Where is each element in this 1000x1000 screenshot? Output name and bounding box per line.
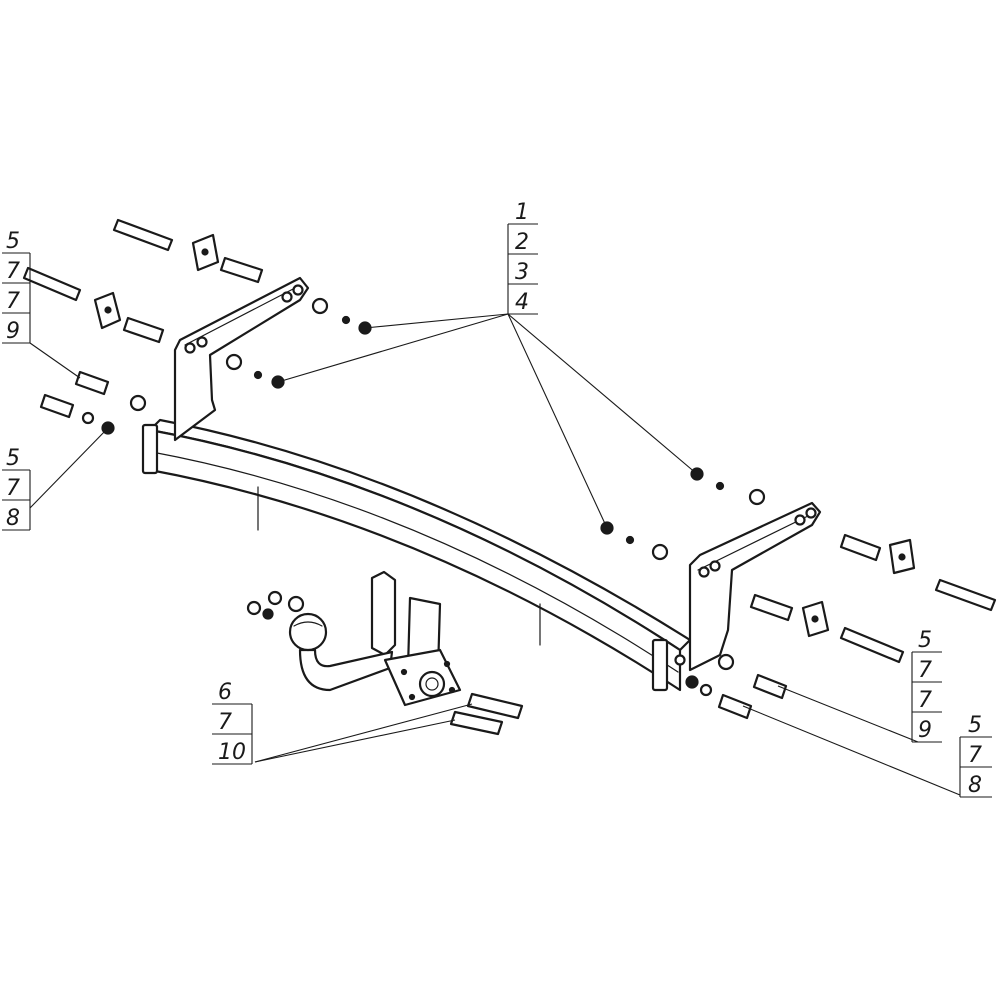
callout-label: 10	[218, 740, 246, 765]
callout-top-center: 1 2 3 4	[507, 200, 538, 315]
top-center-fasteners	[225, 297, 766, 561]
callout-label: 6	[218, 680, 232, 705]
right-fasteners	[685, 533, 997, 720]
right-bracket	[674, 501, 822, 672]
left-bracket	[173, 276, 310, 442]
callout-label: 5	[6, 229, 20, 254]
callout-ball-mount: 6 7 10	[212, 680, 253, 765]
callout-label: 7	[918, 658, 932, 683]
callout-label: 8	[968, 773, 982, 798]
callout-label: 8	[6, 506, 20, 531]
callout-label: 7	[6, 289, 20, 314]
callout-label: 7	[968, 743, 982, 768]
callout-left-upper: 5 7 7 9	[2, 229, 31, 344]
left-fasteners	[22, 218, 264, 435]
callout-right-upper: 5 7 7 9	[911, 628, 942, 743]
callout-right-lower: 5 7 8	[959, 713, 992, 798]
callout-label: 7	[218, 710, 232, 735]
callout-label: 1	[515, 200, 529, 225]
leader-lines	[29, 313, 961, 796]
ball-mount	[288, 570, 462, 707]
callout-label: 3	[515, 260, 529, 285]
callout-label: 5	[6, 446, 20, 471]
callout-label: 5	[968, 713, 982, 738]
callout-left-lower: 5 7 8	[2, 446, 31, 531]
callout-label: 2	[515, 230, 529, 255]
callout-label: 7	[6, 259, 20, 284]
callout-label: 5	[918, 628, 932, 653]
callout-label: 9	[918, 718, 932, 743]
callout-label: 9	[6, 319, 20, 344]
callout-label: 7	[918, 688, 932, 713]
callout-label: 7	[6, 476, 20, 501]
callout-label: 4	[515, 290, 529, 315]
